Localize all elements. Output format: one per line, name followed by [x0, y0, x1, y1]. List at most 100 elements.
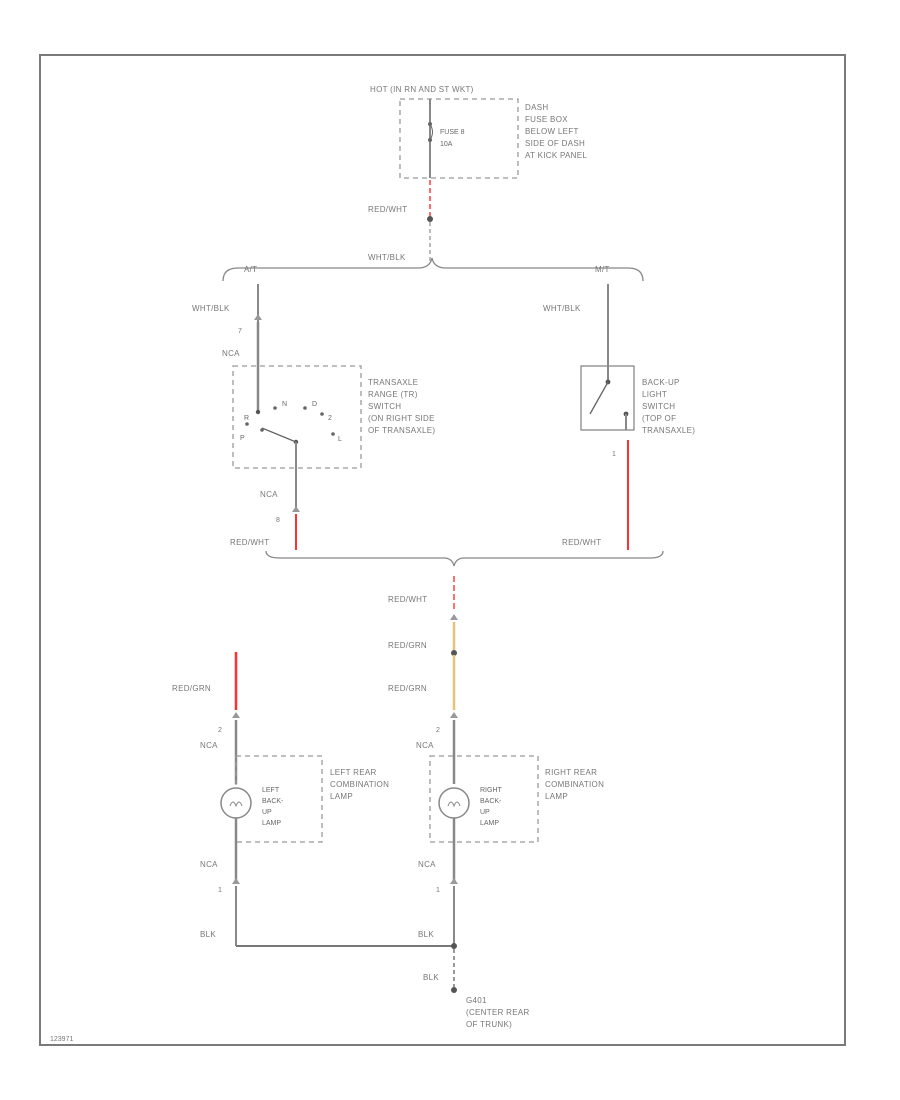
fuse-box-outline [399, 98, 519, 179]
backup-desc-line: BACK-UP [642, 378, 680, 387]
fuse-icon [429, 123, 433, 141]
splice-3 [451, 943, 457, 949]
left-lamp-inner-line: LEFT [262, 787, 280, 794]
transaxle-range-switch-outline [232, 365, 362, 469]
switch-position-r: R [244, 415, 249, 422]
wire-label-red-wht-combined: RED/WHT [388, 595, 427, 604]
fuse-box-desc-line: DASH [525, 103, 548, 112]
branch-mt-label: M/T [595, 265, 610, 274]
backup-desc-line: SWITCH [642, 402, 675, 411]
transaxle-desc-line: OF TRANSAXLE) [368, 426, 435, 435]
mt-branch: WHT/BLK BACK-UP LIGHT SWITCH (TOP OF TRA… [543, 284, 695, 550]
backup-desc-line: LIGHT [642, 390, 667, 399]
switch-contact [320, 412, 324, 416]
switch-contact [303, 406, 307, 410]
ground: BLK G401 (CENTER REAR OF TRUNK) [423, 943, 530, 1029]
wire-label-wht-blk-at: WHT/BLK [192, 304, 230, 313]
bulb-filament [447, 801, 461, 808]
left-lamp-bulb-icon [220, 787, 252, 819]
switch-position-p: P [240, 435, 245, 442]
at-branch: WHT/BLK 7 NCA R N D 2 L P TRANSAXLE RANG… [192, 284, 435, 550]
switch-blade [589, 381, 609, 415]
connector-nca: NCA [200, 860, 218, 869]
switch-position-n: N [282, 401, 287, 408]
right-lamp-outline [429, 755, 539, 843]
left-lamp-desc-line: LEFT REAR [330, 768, 377, 777]
wire-label-wht-blk-main: WHT/BLK [368, 253, 406, 262]
wire-label-red-grn-splice: RED/GRN [388, 641, 427, 650]
right-lamp-bulb-icon [438, 787, 470, 819]
pin-number: 8 [276, 517, 280, 524]
switch-contact [331, 432, 335, 436]
pin-number: 2 [218, 727, 222, 734]
ground-point [451, 987, 457, 993]
pin-number: 1 [436, 887, 440, 894]
right-lamp-desc-line: COMBINATION [545, 780, 604, 789]
diagram-frame [39, 54, 846, 1046]
wire-label-red-wht-mt: RED/WHT [562, 538, 601, 547]
fuse-box-desc-line: BELOW LEFT [525, 127, 579, 136]
branch-bracket [222, 257, 644, 282]
connector-symbol [232, 878, 240, 884]
wire-label-red-grn-left: RED/GRN [172, 684, 211, 693]
connector-nca: NCA [260, 490, 278, 499]
backup-switch-description: BACK-UP LIGHT SWITCH (TOP OF TRANSAXLE) [642, 378, 695, 435]
wire-label-blk-left: BLK [200, 930, 216, 939]
switch-contact [245, 422, 249, 426]
fuse-box-description: DASH FUSE BOX BELOW LEFT SIDE OF DASH AT… [525, 103, 587, 160]
left-lamp-circuit: RED/GRN 2 NCA LEFT BACK- UP LAMP LEFT RE… [172, 652, 454, 947]
merge-bracket [265, 550, 664, 567]
power-source-label: HOT (IN RN AND ST WKT) [370, 85, 474, 94]
ground-desc-line: (CENTER REAR [466, 1008, 530, 1017]
left-lamp-inner-line: UP [262, 809, 272, 816]
switch-contact [273, 406, 277, 410]
backup-desc-line: TRANSAXLE) [642, 426, 695, 435]
connector-nca: NCA [200, 741, 218, 750]
connector-symbol [450, 712, 458, 718]
switch-position-d: D [312, 401, 317, 408]
fuse-box-desc-line: SIDE OF DASH [525, 139, 585, 148]
switch-blade [261, 427, 297, 443]
right-lamp-description: RIGHT REAR COMBINATION LAMP [545, 768, 604, 801]
left-lamp-inner-line: BACK- [262, 798, 284, 805]
splice-1 [427, 216, 433, 222]
fuse-box-desc-line: FUSE BOX [525, 115, 568, 124]
ground-name: G401 [466, 996, 487, 1005]
transaxle-desc-line: (ON RIGHT SIDE [368, 414, 435, 423]
switch-position-l: L [338, 436, 342, 443]
fuse-name: FUSE 8 [440, 129, 465, 136]
right-lamp-inner-line: UP [480, 809, 490, 816]
bulb-filament [229, 801, 243, 808]
left-lamp-desc-line: COMBINATION [330, 780, 389, 789]
switch-position-2: 2 [328, 415, 332, 422]
connector-nca: NCA [418, 860, 436, 869]
transaxle-desc-line: SWITCH [368, 402, 401, 411]
branch-at-label: A/T [244, 265, 257, 274]
right-lamp-circuit: RED/GRN 2 NCA RIGHT BACK- UP LAMP RIGHT … [388, 655, 604, 946]
left-lamp-desc-line: LAMP [330, 792, 353, 801]
right-lamp-desc-line: RIGHT REAR [545, 768, 597, 777]
power-source: HOT (IN RN AND ST WKT) FUSE 8 10A DASH F… [370, 85, 587, 179]
wire-label-red-wht-1: RED/WHT [368, 205, 407, 214]
transaxle-desc-line: TRANSAXLE [368, 378, 418, 387]
connector-symbol [292, 506, 300, 512]
transaxle-switch-description: TRANSAXLE RANGE (TR) SWITCH (ON RIGHT SI… [368, 378, 435, 435]
switch-contact [255, 409, 261, 415]
wire-label-wht-blk-mt: WHT/BLK [543, 304, 581, 313]
fuse-box-desc-line: AT KICK PANEL [525, 151, 587, 160]
pin-number: 7 [238, 328, 242, 335]
switch-contact [260, 428, 264, 432]
connector-nca: NCA [416, 741, 434, 750]
pin-number: 1 [218, 887, 222, 894]
right-lamp-inner-line: RIGHT [480, 787, 503, 794]
connector-nca: NCA [222, 349, 240, 358]
left-lamp-description: LEFT REAR COMBINATION LAMP [330, 768, 389, 801]
wire-label-red-grn-right: RED/GRN [388, 684, 427, 693]
wire-label-red-wht-at: RED/WHT [230, 538, 269, 547]
right-lamp-inner-line: BACK- [480, 798, 502, 805]
connector-symbol [450, 614, 458, 620]
pin-number: 2 [436, 727, 440, 734]
footer-code: 123971 [50, 1036, 73, 1043]
connector-symbol [450, 878, 458, 884]
